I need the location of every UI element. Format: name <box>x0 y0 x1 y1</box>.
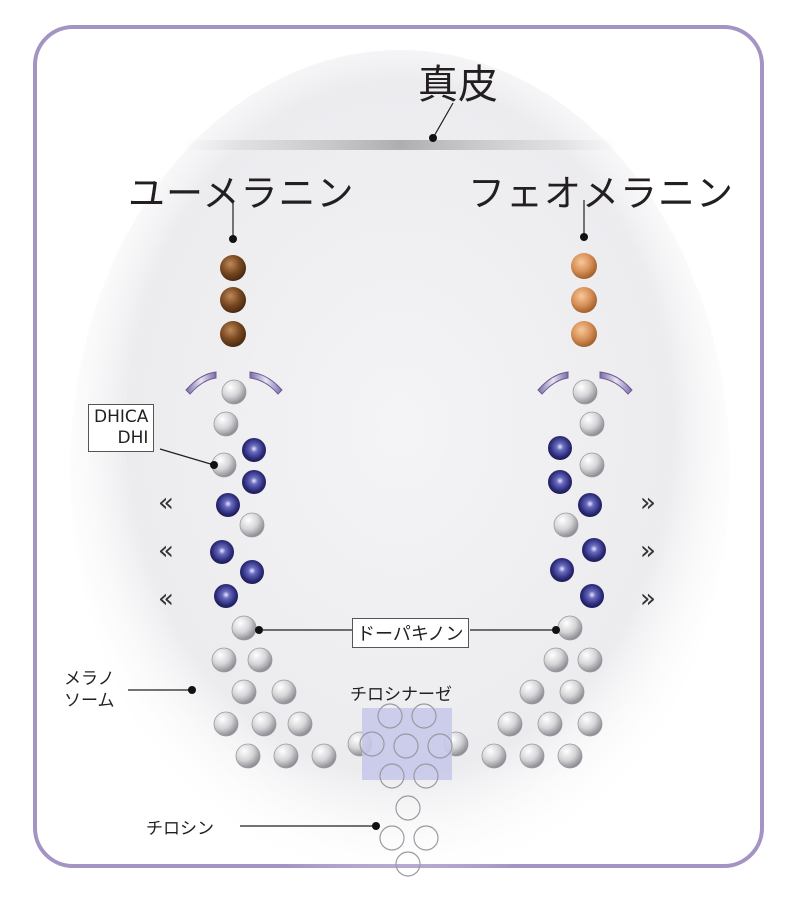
pheomelanin-dot <box>580 233 588 241</box>
dopaquinone-dot-right <box>552 626 560 634</box>
dhi-pointer <box>159 448 215 466</box>
eumelanin-sphere <box>220 287 246 313</box>
silver-sphere <box>231 679 257 705</box>
pheomelanin-label: フェオメラニン <box>468 172 734 215</box>
dermis-pointer <box>432 102 454 139</box>
melanosome-label-line2: ソーム <box>64 691 115 711</box>
melanosome-label-line1: メラノ <box>64 669 115 689</box>
membrane-arc-right-1 <box>537 371 569 395</box>
dermis-layer <box>180 140 620 150</box>
dhi-sphere <box>216 493 240 517</box>
dhi-label: DHI <box>117 428 149 448</box>
dhi-sphere <box>580 584 604 608</box>
silver-sphere <box>211 647 237 673</box>
chevron-left-icon: « <box>158 536 174 566</box>
tyrosine-sphere <box>379 825 405 851</box>
silver-sphere <box>557 743 583 769</box>
pheomelanin-sphere <box>571 253 597 279</box>
tyrosinase-box <box>362 708 452 780</box>
silver-sphere <box>553 512 579 538</box>
dermis-label: 真皮 <box>418 62 498 108</box>
silver-sphere <box>559 679 585 705</box>
pheomelanin-sphere <box>571 287 597 313</box>
dhi-sphere <box>240 560 264 584</box>
silver-sphere <box>311 743 337 769</box>
silver-sphere <box>579 452 605 478</box>
silver-sphere <box>213 411 239 437</box>
dhi-sphere <box>582 538 606 562</box>
eumelanin-spheres <box>220 255 246 347</box>
silver-sphere <box>247 647 273 673</box>
tyrosine-sphere <box>427 733 453 759</box>
tyrosine-sphere <box>413 825 439 851</box>
silver-sphere <box>213 711 239 737</box>
dhi-sphere <box>242 438 266 462</box>
pheomelanin-sphere <box>571 321 597 347</box>
dhi-sphere <box>548 470 572 494</box>
eumelanin-dot <box>229 235 237 243</box>
tyrosinase-label: チロシナーゼ <box>350 685 452 705</box>
chevron-right-icon: » <box>640 584 656 614</box>
silver-sphere <box>543 647 569 673</box>
dhi-sphere <box>242 470 266 494</box>
silver-sphere <box>497 711 523 737</box>
dhi-spheres <box>210 436 606 608</box>
silver-sphere <box>519 743 545 769</box>
membrane-arc-left-2 <box>249 371 283 395</box>
chevron-left-icon: « <box>158 488 174 518</box>
dopaquinone-dot-left <box>255 626 263 634</box>
tyrosine-label: チロシン <box>146 819 214 839</box>
dhi-sphere <box>214 584 238 608</box>
tyrosine-sphere <box>377 703 403 729</box>
dhi-sphere <box>578 493 602 517</box>
silver-sphere <box>519 679 545 705</box>
dhi-dot <box>210 461 218 469</box>
chevron-left-icon: « <box>158 584 174 614</box>
silver-sphere <box>481 743 507 769</box>
silver-sphere <box>537 711 563 737</box>
silver-sphere <box>239 512 265 538</box>
dhica-dhi-label-box: DHICA DHI <box>88 404 155 452</box>
silver-sphere <box>572 379 598 405</box>
eumelanin-sphere <box>220 255 246 281</box>
chevron-right-icon: » <box>640 536 656 566</box>
eumelanin-label: ユーメラニン <box>128 172 355 215</box>
silver-sphere <box>577 647 603 673</box>
tyrosine-spheres <box>359 703 453 877</box>
melanosome-label: メラノ ソーム <box>64 668 115 712</box>
silver-sphere <box>221 379 247 405</box>
membrane-arc-right-2 <box>599 371 633 395</box>
tyrosine-sphere <box>395 851 421 877</box>
dhi-sphere <box>548 436 572 460</box>
tyrosine-sphere <box>413 763 439 789</box>
chevron-right-icon: » <box>640 488 656 518</box>
silver-sphere <box>273 743 299 769</box>
tyrosine-dot <box>372 822 380 830</box>
pheomelanin-spheres <box>571 253 597 347</box>
melanosome-dot <box>188 686 196 694</box>
silver-sphere <box>231 615 257 641</box>
tyrosine-sphere <box>395 795 421 821</box>
silver-sphere <box>557 615 583 641</box>
silver-sphere <box>579 411 605 437</box>
tyrosine-sphere <box>411 703 437 729</box>
dhi-sphere <box>210 540 234 564</box>
tyrosine-sphere <box>393 733 419 759</box>
dhica-label: DHICA <box>94 407 149 427</box>
eumelanin-sphere <box>220 321 246 347</box>
dhi-sphere <box>550 558 574 582</box>
tyrosine-sphere <box>379 763 405 789</box>
dermis-dot <box>429 134 437 142</box>
silver-spheres <box>211 379 605 769</box>
silver-sphere <box>235 743 261 769</box>
silver-sphere <box>271 679 297 705</box>
silver-sphere <box>577 711 603 737</box>
tyrosine-sphere <box>359 731 385 757</box>
silver-sphere <box>287 711 313 737</box>
dopaquinone-label: ドーパキノン <box>352 618 469 648</box>
silver-sphere <box>251 711 277 737</box>
membrane-arc-left-1 <box>185 371 217 395</box>
